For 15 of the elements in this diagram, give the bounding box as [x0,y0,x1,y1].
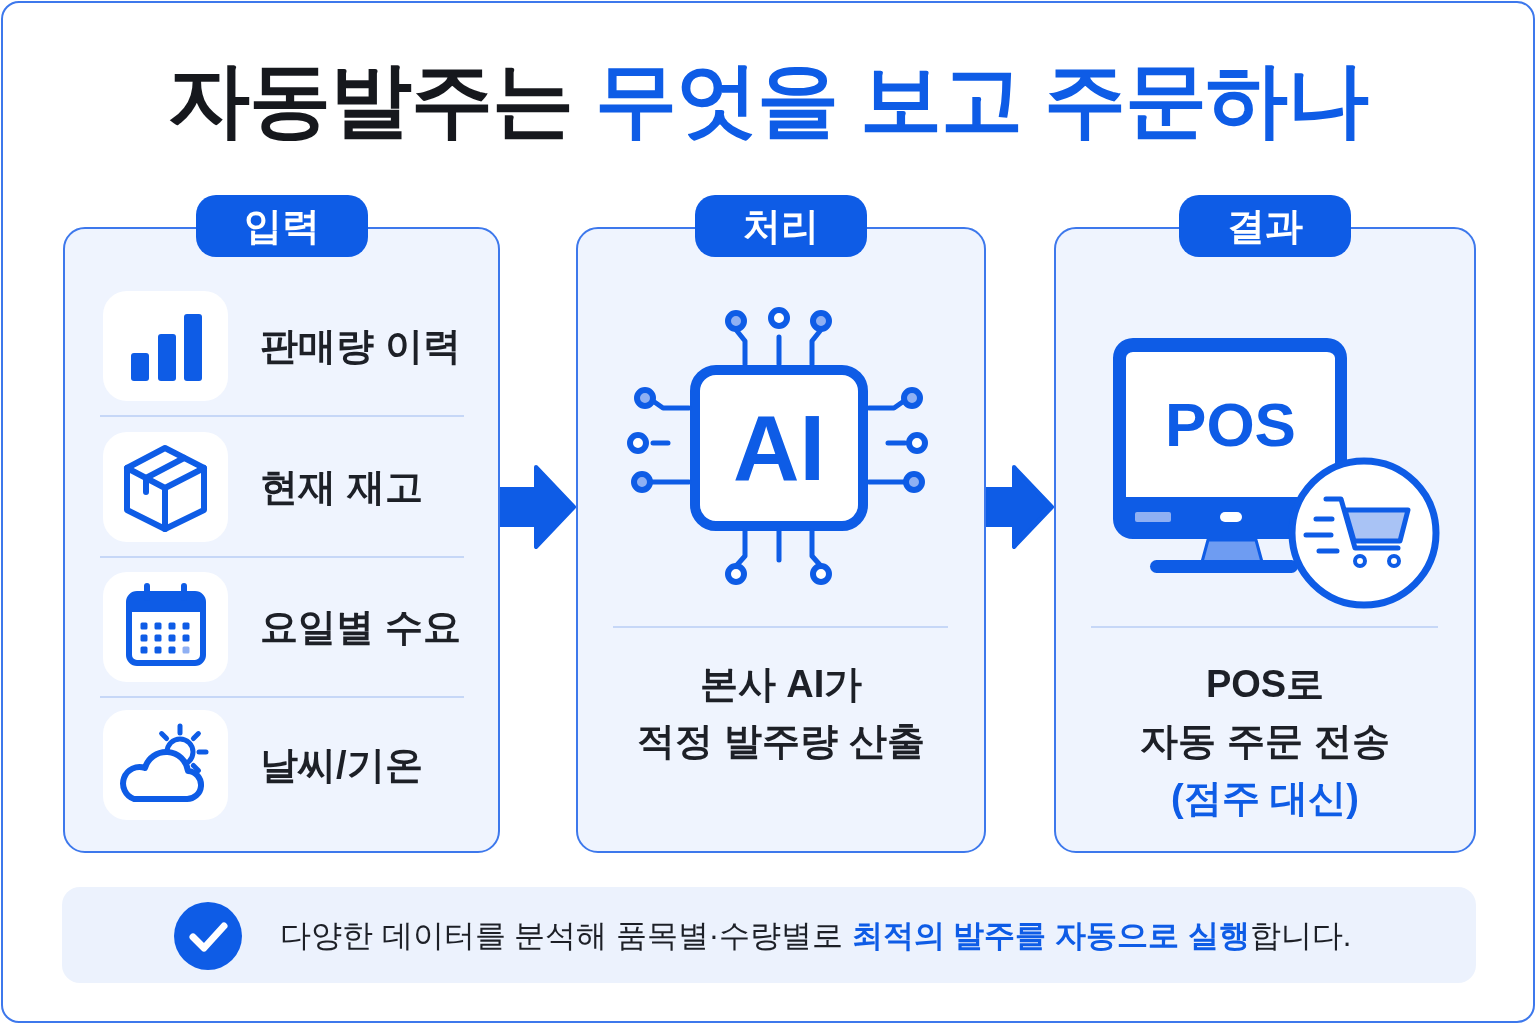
item-label: 요일별 수요 [260,605,461,650]
title: 자동발주는 무엇을 보고 주문하나 [168,53,1368,147]
arrow [986,465,1054,549]
note: (점주 대신) [1171,776,1359,821]
heading-badge: 처리 [695,195,867,257]
item-label: 현재 재고 [260,465,423,510]
summary-text: 다양한 데이터를 분석해 품목별·수량별로 최적의 발주를 자동으로 실행합니다. [280,917,1352,955]
description: POS로 자동 주문 전송 [1140,662,1390,764]
heading-badge: 입력 [195,195,368,257]
heading-badge: 결과 [1179,195,1351,257]
item-label: 판매량 이력 [260,324,461,369]
item-label: 날씨/기온 [260,743,423,788]
summary-bar [62,887,1476,983]
arrow [500,465,576,549]
description: 본사 AI가 적정 발주량 산출 [637,662,925,764]
